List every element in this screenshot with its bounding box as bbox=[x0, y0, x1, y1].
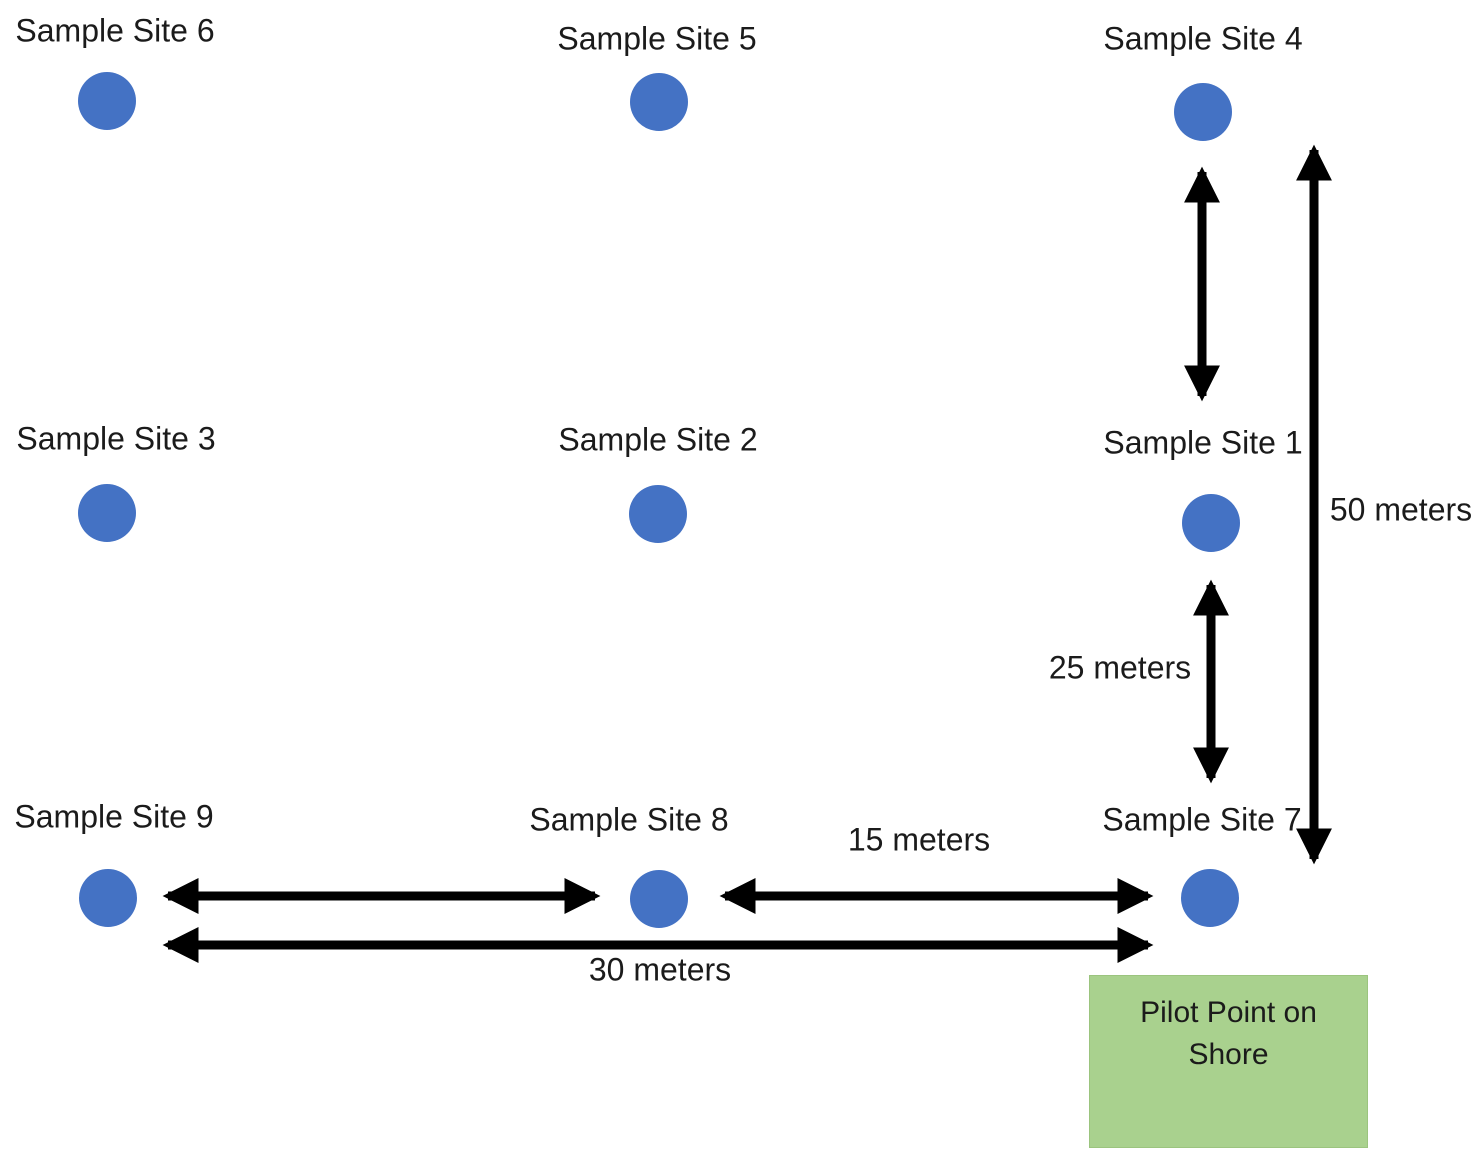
pilot-point-label: Pilot Point on Shore bbox=[1140, 996, 1317, 1071]
site-marker-8 bbox=[630, 870, 688, 928]
site-label-7: Sample Site 7 bbox=[1102, 801, 1302, 838]
distance-label-50m: 50 meters bbox=[1329, 491, 1473, 528]
site-marker-2 bbox=[629, 485, 687, 543]
pilot-point-box: Pilot Point on Shore bbox=[1089, 975, 1368, 1148]
distance-label-30m: 30 meters bbox=[588, 951, 732, 988]
site-marker-3 bbox=[78, 484, 136, 542]
site-marker-9 bbox=[79, 869, 137, 927]
site-label-1: Sample Site 1 bbox=[1103, 424, 1303, 461]
distance-label-25m: 25 meters bbox=[1048, 649, 1192, 686]
site-marker-4 bbox=[1174, 83, 1232, 141]
site-label-6: Sample Site 6 bbox=[15, 12, 215, 49]
site-marker-1 bbox=[1182, 494, 1240, 552]
site-marker-6 bbox=[78, 72, 136, 130]
site-label-4: Sample Site 4 bbox=[1103, 20, 1303, 57]
site-label-2: Sample Site 2 bbox=[558, 421, 758, 458]
site-label-3: Sample Site 3 bbox=[16, 420, 216, 457]
site-label-5: Sample Site 5 bbox=[557, 20, 757, 57]
site-label-9: Sample Site 9 bbox=[14, 798, 214, 835]
site-marker-7 bbox=[1181, 869, 1239, 927]
site-marker-5 bbox=[630, 73, 688, 131]
site-label-8: Sample Site 8 bbox=[529, 801, 729, 838]
distance-label-15m: 15 meters bbox=[847, 821, 991, 858]
